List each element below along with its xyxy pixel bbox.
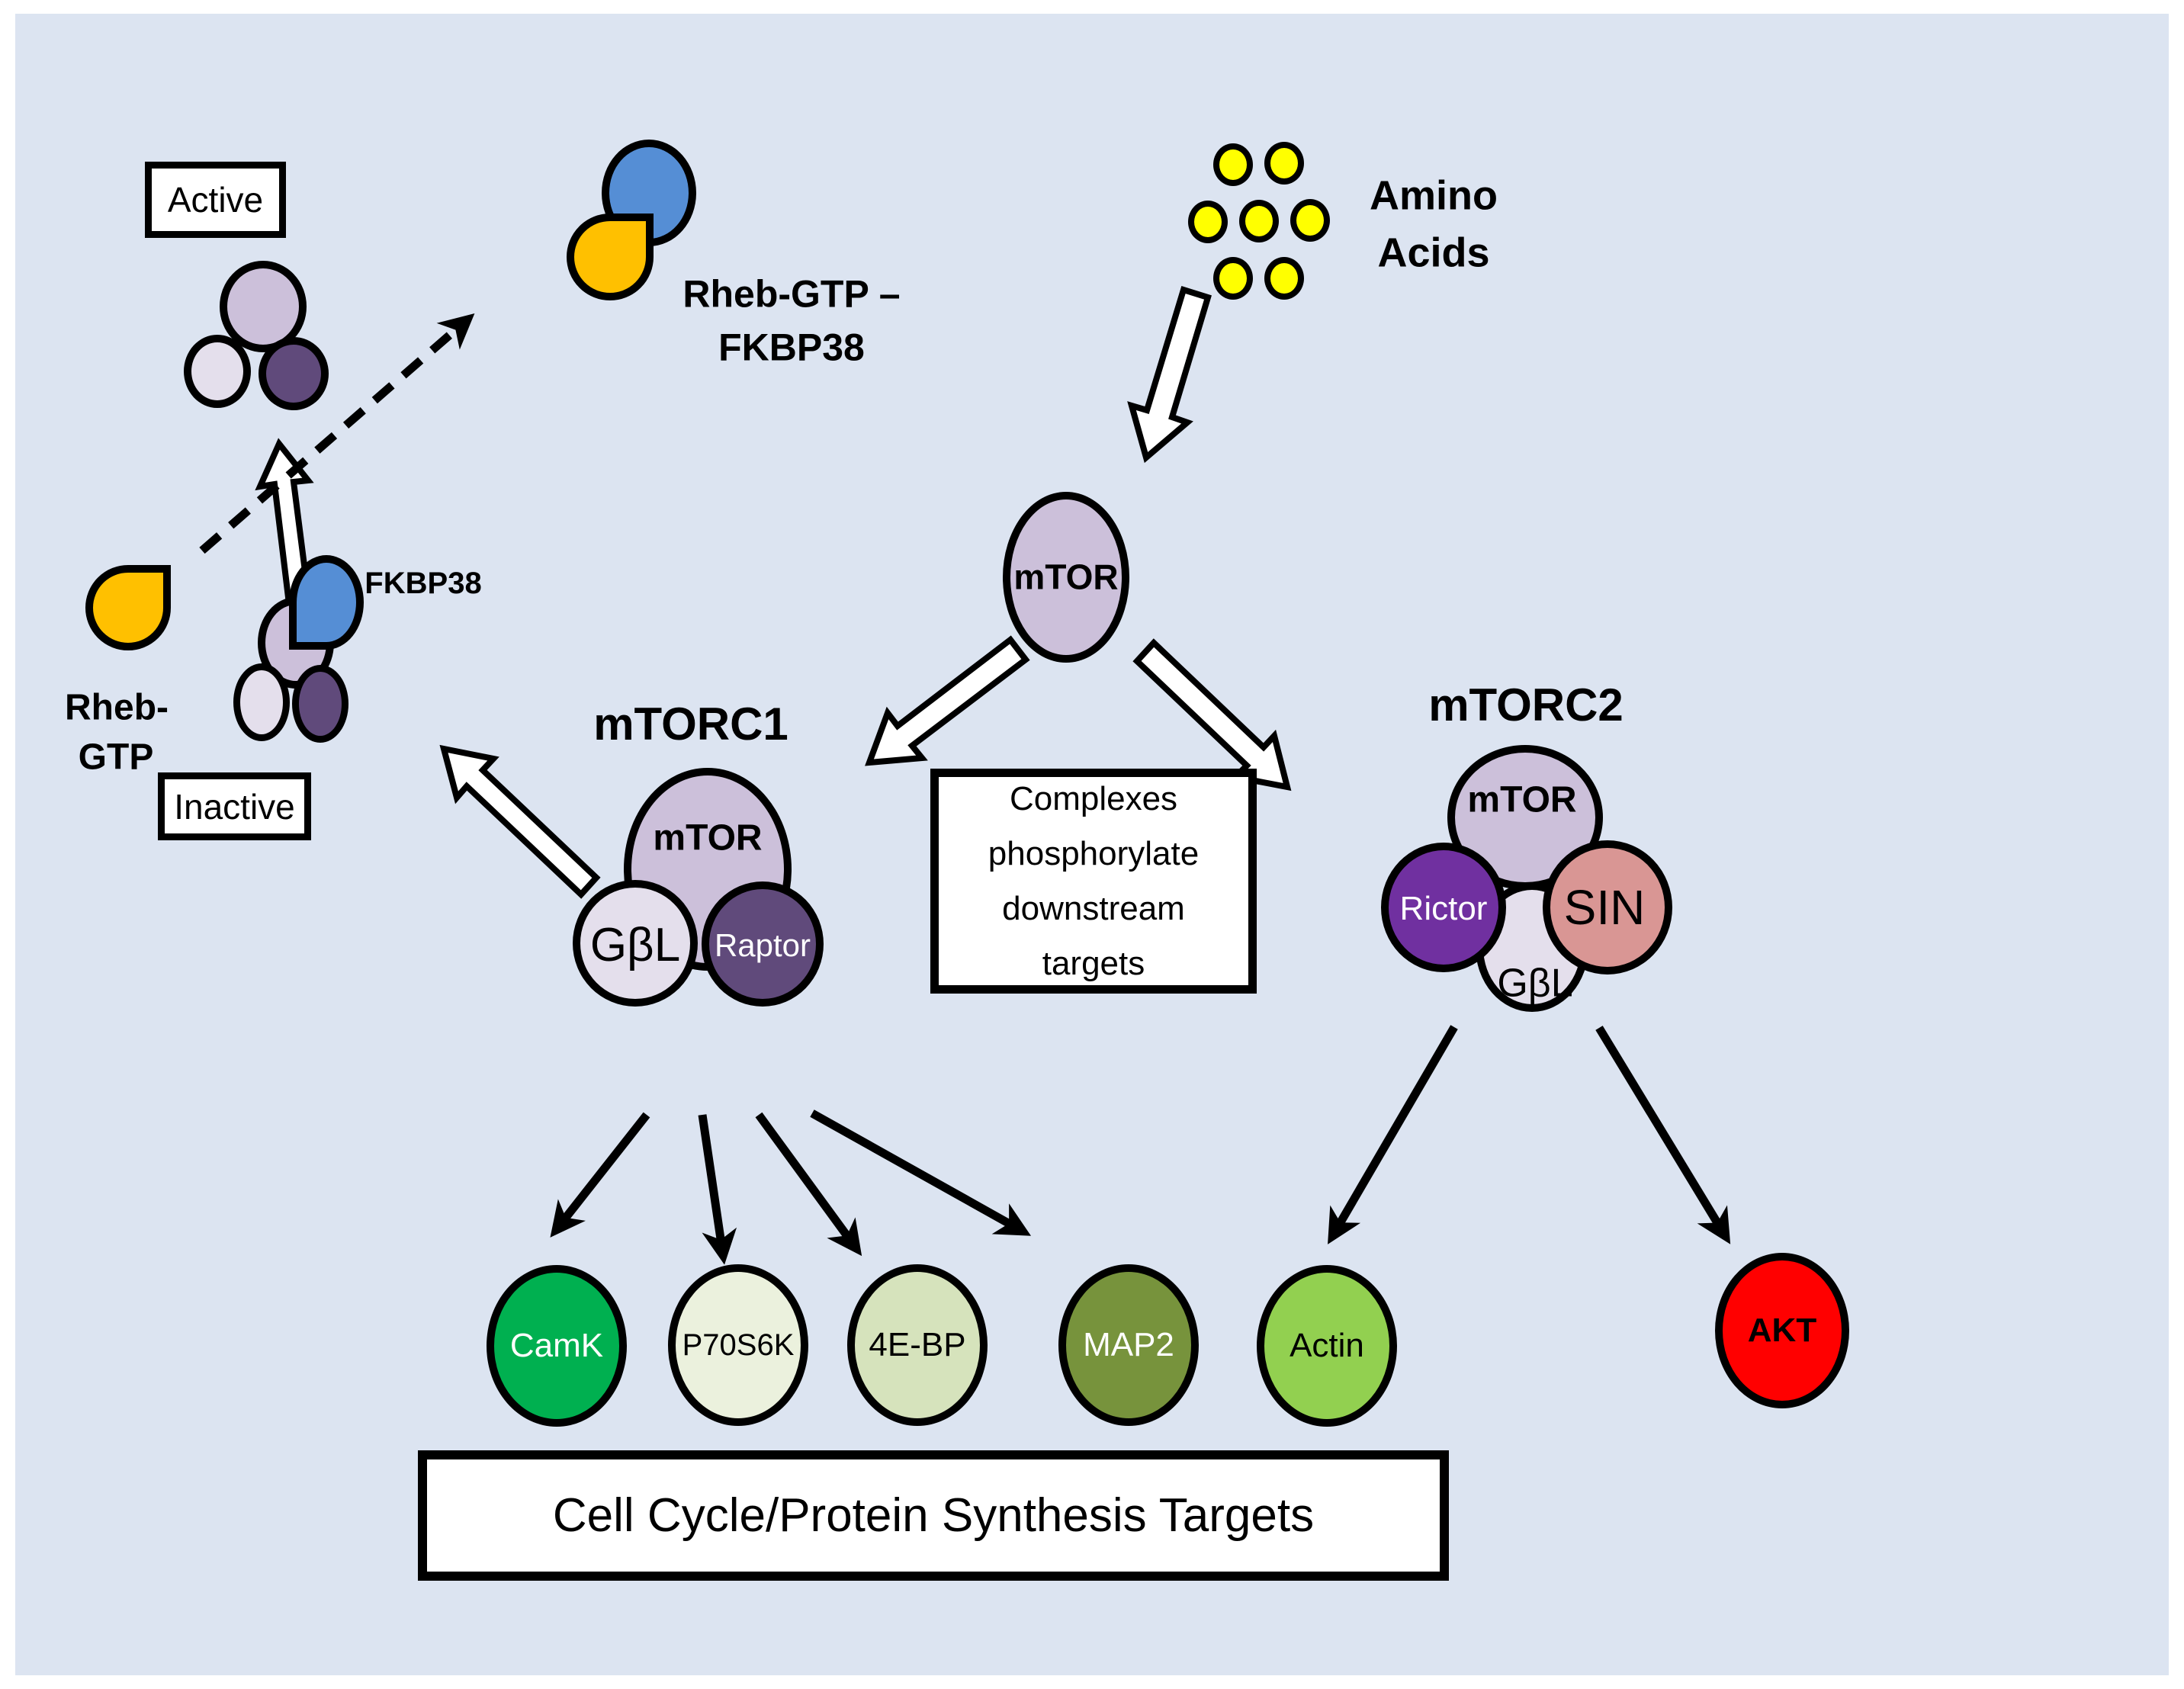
- block-arrow-inactive-to-active: [255, 438, 314, 614]
- block-arrow-mtorc1-to-inactive: [439, 744, 601, 899]
- target-p70s6k: P70S6K: [668, 1264, 808, 1426]
- arrow-mtorc1-to-map2: [810, 1109, 1032, 1236]
- fkbp38-drop-inactive: [289, 555, 364, 650]
- amino-acid-dot: [1188, 201, 1228, 243]
- rheb-gtp-drop-top: [567, 214, 654, 300]
- mtorc2-mtor-label: mTOR: [1467, 779, 1577, 820]
- target-camk: CamK: [487, 1265, 627, 1427]
- active-state-box: Active: [145, 162, 286, 238]
- mtorc2-rictor-label: Rictor: [1399, 889, 1488, 927]
- target-4ebp-label: 4E-BP: [869, 1326, 966, 1363]
- amino-acid-dot: [1213, 143, 1253, 186]
- target-4ebp: 4E-BP: [847, 1264, 988, 1426]
- inactive-complex-right-circle: [292, 665, 348, 743]
- targets-box-text: Cell Cycle/Protein Synthesis Targets: [552, 1489, 1315, 1542]
- target-actin: Actin: [1257, 1265, 1397, 1427]
- mtor-central-circle: [1003, 492, 1129, 663]
- target-camk-label: CamK: [509, 1327, 604, 1364]
- note-box: Complexes phosphorylate downstream targe…: [930, 769, 1257, 994]
- inactive-complex-left-circle: [233, 663, 290, 741]
- rheb-gtp-drop-left: [85, 565, 171, 650]
- active-complex-left-circle: [184, 335, 251, 408]
- rheb-gtp-fkbp38-label-line1: Rheb-GTP –: [682, 272, 901, 316]
- rheb-gtp-fkbp38-label-line2: FKBP38: [718, 326, 865, 369]
- mtorc2-rictor-circle: [1381, 843, 1506, 972]
- target-actin-label: Actin: [1290, 1327, 1364, 1364]
- mtorc2-title: mTORC2: [1428, 679, 1624, 731]
- mtorc1-gbl-circle: [573, 880, 698, 1007]
- arrow-mtorc1-to-p70s6k: [698, 1114, 737, 1265]
- amino-acid-dot: [1264, 257, 1304, 300]
- mtorc1-mtor-label: mTOR: [653, 817, 763, 859]
- amino-acid-dot: [1264, 142, 1304, 185]
- target-akt: AKT: [1715, 1253, 1849, 1408]
- inactive-state-label: Inactive: [174, 786, 295, 827]
- amino-acids-label-line1: Amino: [1370, 172, 1498, 219]
- rheb-gtp-label-line1: Rheb-: [65, 687, 169, 728]
- amino-acid-dot: [1239, 200, 1279, 242]
- target-p70s6k-label: P70S6K: [682, 1328, 795, 1362]
- mtorc1-gbl-label: GβL: [589, 918, 681, 971]
- target-akt-label: AKT: [1747, 1312, 1817, 1349]
- arrow-mtorc1-to-4ebp: [755, 1112, 862, 1257]
- mtorc1-raptor-circle: [702, 881, 824, 1007]
- arrow-mtorc2-to-akt: [1595, 1026, 1731, 1244]
- rheb-gtp-label-line2: GTP: [78, 737, 154, 778]
- arrow-mtorc2-to-actin: [1328, 1025, 1458, 1244]
- target-map2: MAP2: [1058, 1264, 1199, 1426]
- mtorc1-title: mTORC1: [593, 698, 788, 750]
- mtorc1-raptor-label: Raptor: [714, 926, 811, 963]
- block-arrow-mtor-to-mtorc2: [1132, 638, 1292, 792]
- mtorc2-sin-circle: [1543, 840, 1672, 975]
- targets-box: Cell Cycle/Protein Synthesis Targets: [418, 1450, 1449, 1581]
- block-arrow-amino-acids-to-mtor: [1127, 285, 1212, 464]
- dashed-arrow-rheb-gtp-to-complex: [199, 313, 475, 554]
- inactive-state-box: Inactive: [158, 772, 311, 840]
- mtorc2-sin-label: SIN: [1563, 879, 1646, 935]
- active-complex-right-circle: [259, 337, 329, 410]
- mtor-central-label: mTOR: [1013, 557, 1119, 597]
- block-arrow-mtor-to-mtorc1: [865, 635, 1030, 766]
- active-state-label: Active: [167, 180, 264, 220]
- amino-acid-dot: [1290, 199, 1330, 242]
- fkbp38-label: FKBP38: [365, 567, 482, 600]
- note-box-text: Complexes phosphorylate downstream targe…: [988, 779, 1200, 982]
- amino-acids-label-line2: Acids: [1377, 230, 1490, 276]
- arrow-mtorc1-to-camk: [550, 1112, 650, 1238]
- mtorc2-gbl-label: GβL: [1497, 961, 1573, 1006]
- target-map2-label: MAP2: [1083, 1326, 1174, 1363]
- amino-acid-dot: [1213, 257, 1253, 300]
